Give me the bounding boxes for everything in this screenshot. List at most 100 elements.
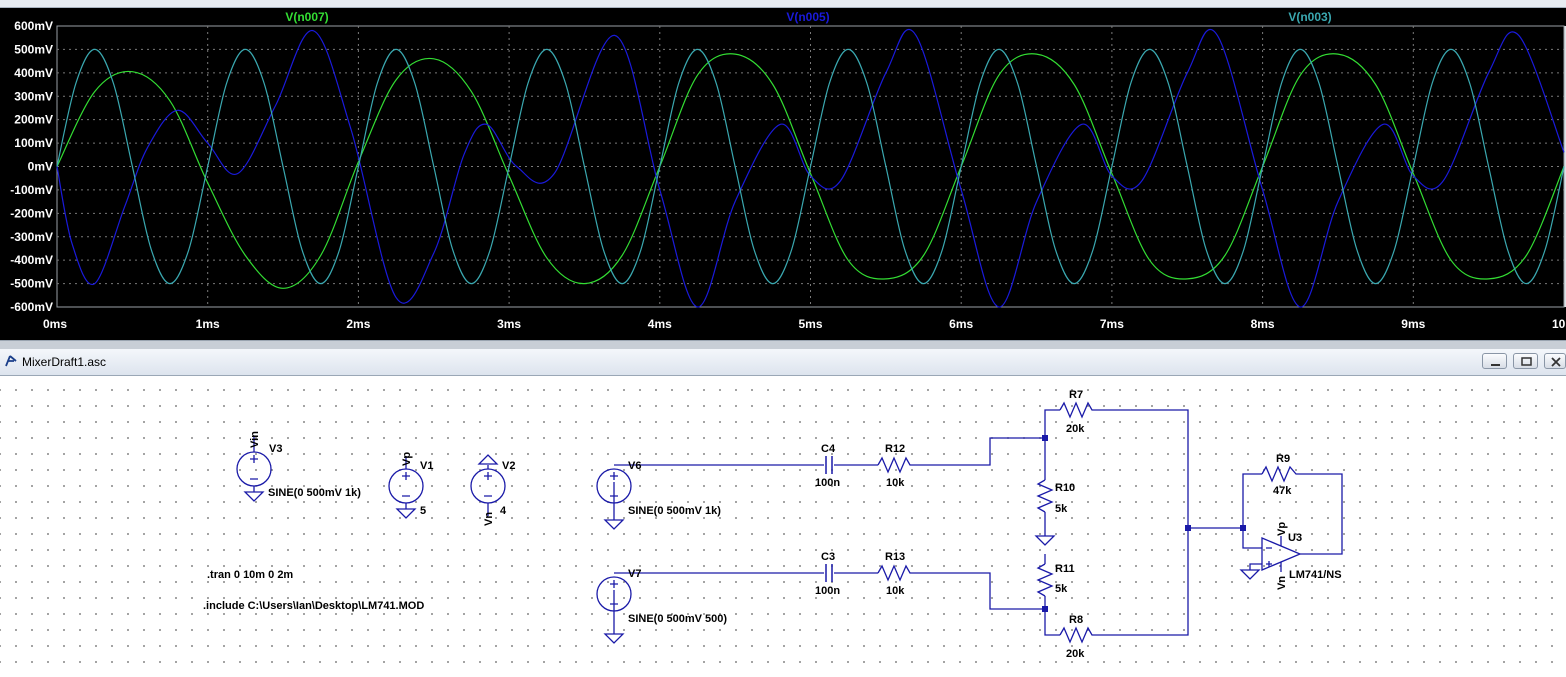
resistor-r11[interactable]: [1036, 563, 1054, 597]
wire-r13-node[interactable]: [914, 572, 1045, 610]
x-axis: 0ms1ms2ms3ms4ms5ms6ms7ms8ms9ms10m: [43, 317, 1566, 331]
v7-value: SINE(0 500mV 500): [628, 613, 727, 625]
trace-vn003[interactable]: [56, 48, 1565, 285]
r8-label: R8: [1069, 614, 1083, 626]
resistor-r13[interactable]: [877, 564, 914, 582]
x-tick-label: 3ms: [497, 317, 521, 331]
trace-label[interactable]: V(n007): [285, 10, 328, 24]
top-gutter: [0, 8, 1566, 26]
voltage-source-v3[interactable]: [236, 436, 272, 487]
r11-label: R11: [1055, 563, 1075, 575]
v2-label: V2: [502, 460, 515, 472]
close-icon: [1551, 357, 1561, 367]
resistor-r12[interactable]: [877, 456, 914, 474]
y-tick-label: -200mV: [10, 206, 53, 220]
r8-value: 20k: [1066, 648, 1085, 660]
c4-value: 100n: [815, 477, 840, 489]
minimize-button[interactable]: [1482, 353, 1507, 369]
wire-r12-node[interactable]: [914, 437, 1045, 466]
v6-label: V6: [628, 460, 641, 472]
voltage-source-v7[interactable]: [596, 576, 632, 612]
window-separator: [0, 340, 1566, 350]
opamp-u3[interactable]: [1261, 536, 1302, 572]
x-tick-label: 2ms: [346, 317, 370, 331]
schematic-canvas[interactable]: V3 Vin SINE(0 500mV 1k) V1 Vp 5 V2 Vn 4 …: [0, 376, 1566, 677]
x-tick-label: 1ms: [196, 317, 220, 331]
ground-icon: [1239, 569, 1261, 580]
ground-icon: [395, 508, 417, 519]
wire-r8-node[interactable]: [1044, 609, 1060, 636]
close-button[interactable]: [1544, 353, 1566, 369]
ground-icon: [243, 491, 265, 502]
x-tick-label: 7ms: [1100, 317, 1124, 331]
capacitor-c4[interactable]: [825, 456, 833, 474]
r10-value: 5k: [1055, 503, 1068, 515]
trace-label[interactable]: V(n003): [1288, 10, 1331, 24]
u3-label: U3: [1288, 532, 1302, 544]
x-tick-label: 0ms: [43, 317, 67, 331]
resistor-r8[interactable]: [1059, 626, 1096, 644]
c4-label: C4: [821, 443, 836, 455]
wire-sum-r9[interactable]: [1242, 473, 1262, 528]
r7-label: R7: [1069, 389, 1083, 401]
y-tick-label: 0mV: [28, 160, 53, 174]
trace-vn005[interactable]: [56, 28, 1565, 308]
ground-icon: [477, 454, 499, 465]
r13-value: 10k: [886, 585, 905, 597]
maximize-button[interactable]: [1513, 353, 1538, 369]
y-tick-label: 500mV: [14, 42, 53, 56]
include-directive[interactable]: .include C:\Users\Ian\Desktop\LM741.MOD: [203, 600, 424, 612]
v3-net-label: Vin: [249, 431, 261, 448]
trace-vn007[interactable]: [56, 53, 1565, 289]
y-tick-label: -500mV: [10, 277, 53, 291]
minimize-icon: [1491, 364, 1500, 366]
wire-opamp-gnd[interactable]: [1249, 563, 1262, 570]
wire-sum-opamp[interactable]: [1188, 527, 1262, 549]
schematic-window-title: MixerDraft1.asc: [22, 355, 107, 369]
x-tick-label: 4ms: [648, 317, 672, 331]
u3-vp-label: Vp: [1276, 522, 1288, 536]
v7-label: V7: [628, 568, 641, 580]
y-tick-label: 600mV: [14, 19, 53, 33]
wire-node-r7[interactable]: [1044, 409, 1060, 438]
junction-dot: [1240, 525, 1246, 531]
x-axis-gutter: [0, 307, 1566, 340]
r10-label: R10: [1055, 482, 1075, 494]
y-tick-label: -100mV: [10, 183, 53, 197]
c3-value: 100n: [815, 585, 840, 597]
y-axis-gutter: [0, 8, 57, 340]
v6-value: SINE(0 500mV 1k): [628, 505, 721, 517]
y-tick-label: -400mV: [10, 253, 53, 267]
junction-dot: [1042, 435, 1048, 441]
u3-vn-label: Vn: [1276, 576, 1288, 590]
traces: [56, 28, 1565, 308]
waveform-window-frame: [0, 0, 1566, 8]
resistor-r9[interactable]: [1261, 465, 1300, 483]
voltage-source-v6[interactable]: [596, 468, 632, 504]
waveform-plot[interactable]: 600mV500mV400mV300mV200mV100mV0mV-100mV-…: [0, 0, 1566, 340]
resistor-r7[interactable]: [1059, 401, 1096, 419]
plot-grid: [57, 26, 1564, 307]
y-axis: 600mV500mV400mV300mV200mV100mV0mV-100mV-…: [10, 19, 53, 314]
x-tick-label: 6ms: [949, 317, 973, 331]
r9-value: 47k: [1273, 485, 1292, 497]
c3-label: C3: [821, 551, 835, 563]
wire-r7-r8-bus[interactable]: [1096, 409, 1189, 636]
trace-label[interactable]: V(n005): [786, 10, 829, 24]
tran-directive[interactable]: .tran 0 10m 0 2m: [207, 569, 293, 581]
capacitor-c3[interactable]: [825, 564, 833, 582]
ground-icon: [1034, 535, 1056, 546]
junction-dot: [1042, 606, 1048, 612]
u3-model: LM741/NS: [1289, 569, 1342, 581]
v2-net-label: Vn: [483, 512, 495, 526]
junction-dot: [1185, 525, 1191, 531]
voltage-source-v1[interactable]: [388, 456, 424, 504]
x-tick-label: 5ms: [798, 317, 822, 331]
schematic-title-bar[interactable]: MixerDraft1.asc: [0, 349, 1566, 376]
trace-labels[interactable]: V(n007) V(n005) V(n003): [285, 10, 1331, 24]
wire-r9-output[interactable]: [1300, 473, 1343, 555]
ground-icon: [603, 519, 625, 530]
resistor-r10[interactable]: [1036, 479, 1054, 513]
voltage-source-v2[interactable]: [470, 468, 506, 516]
